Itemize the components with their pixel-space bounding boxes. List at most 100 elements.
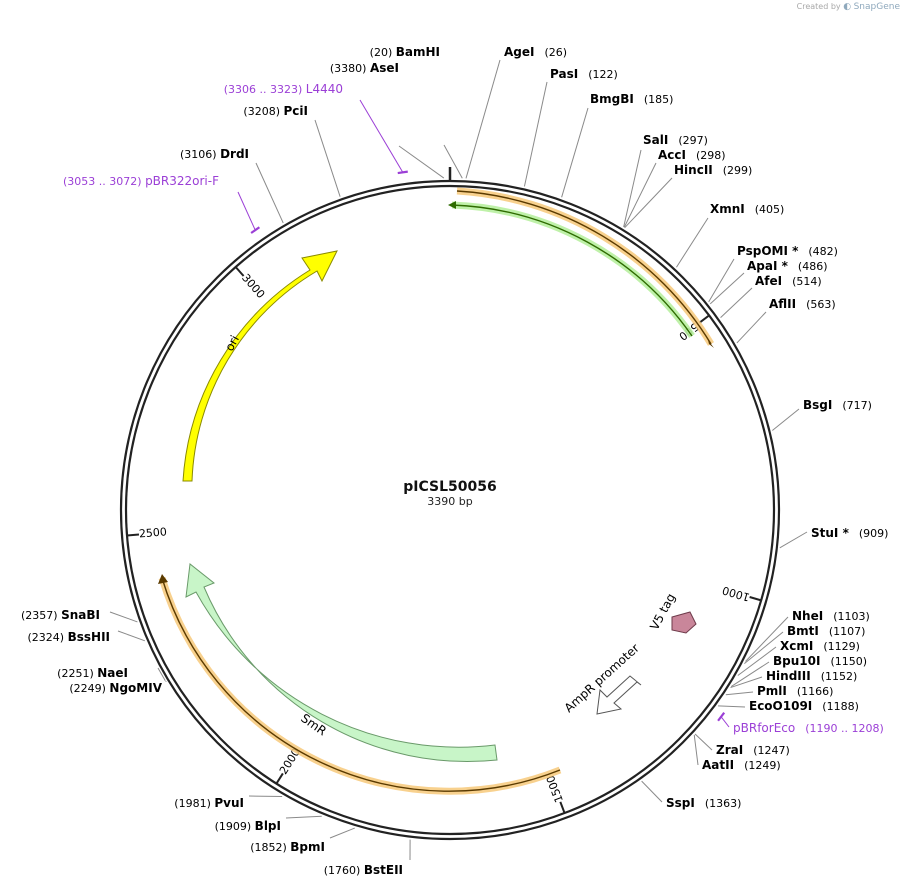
enzyme-name: StuI * xyxy=(811,526,850,540)
primer-site-label[interactable]: pBRforEco (1190 .. 1208) xyxy=(733,721,884,735)
enzyme-leader-line xyxy=(710,273,744,304)
enzyme-name: NgoMIV xyxy=(109,681,162,695)
primer-position: (3053 .. 3072) xyxy=(63,175,145,188)
enzyme-site-label[interactable]: StuI *(909) xyxy=(811,526,888,540)
enzyme-position: (1129) xyxy=(823,640,860,653)
enzyme-position: (486) xyxy=(798,260,828,273)
enzyme-position: (1981) xyxy=(174,797,214,810)
enzyme-name: Bpu10I xyxy=(773,654,820,668)
enzyme-position: (1103) xyxy=(833,610,870,623)
enzyme-position: (1760) xyxy=(324,864,364,877)
enzyme-site-label[interactable]: Bpu10I (1150) xyxy=(773,654,867,668)
enzyme-site-label[interactable]: ApaI * (486) xyxy=(747,259,828,273)
enzyme-position: (1363) xyxy=(705,797,742,810)
enzyme-site-label[interactable]: PspOMI *(482) xyxy=(737,244,838,258)
enzyme-site-label[interactable]: (1760) BstEII xyxy=(324,863,403,877)
brand-name: SnapGene xyxy=(854,2,900,12)
scale-tick xyxy=(276,773,282,783)
enzyme-site-label[interactable]: SalI(297) xyxy=(643,133,708,147)
enzyme-site-label[interactable]: (2357) SnaBI xyxy=(21,608,100,622)
enzyme-name: BssHII xyxy=(68,630,110,644)
enzyme-site-label[interactable]: BmtI(1107) xyxy=(787,624,865,638)
snapgene-logo-icon: ◐ xyxy=(843,2,851,12)
scale-tick-label: 1000 xyxy=(721,583,752,603)
enzyme-name: SalI xyxy=(643,133,668,147)
primer-position: (1190 .. 1208) xyxy=(805,722,884,735)
enzyme-position: (2251) xyxy=(57,667,97,680)
enzyme-leader-line xyxy=(315,120,340,197)
primer-leader-line xyxy=(721,717,729,727)
enzyme-site-label[interactable]: (20) BamHI xyxy=(370,45,440,59)
enzyme-leader-line xyxy=(118,631,145,641)
scale-tick xyxy=(699,315,709,322)
enzyme-position: (482) xyxy=(808,245,838,258)
enzyme-position: (1852) xyxy=(250,841,290,854)
primer-site-label[interactable]: (3053 .. 3072) pBR322ori-F xyxy=(63,174,219,188)
enzyme-site-label[interactable]: ZraI(1247) xyxy=(716,743,790,757)
enzyme-site-label[interactable]: AflII(563) xyxy=(769,297,836,311)
enzyme-site-label[interactable]: AgeI(26) xyxy=(504,45,567,59)
primer-site-label[interactable]: (3306 .. 3323) L4440 xyxy=(224,82,343,96)
primer-binding-site xyxy=(398,172,408,173)
enzyme-site-label[interactable]: HincII(299) xyxy=(674,163,752,177)
plasmid-name: pICSL50056 xyxy=(403,479,496,495)
enzyme-site-label[interactable]: SspI(1363) xyxy=(666,796,741,810)
enzyme-site-label[interactable]: PmlI(1166) xyxy=(757,684,833,698)
enzyme-leader-line xyxy=(731,662,769,687)
enzyme-name: AatII xyxy=(702,758,734,772)
enzyme-site-label[interactable]: HindIII(1152) xyxy=(766,669,857,683)
enzyme-position: (1152) xyxy=(821,670,858,683)
enzyme-site-label[interactable]: (3208) PciI xyxy=(243,104,308,118)
enzyme-site-label[interactable]: NheI(1103) xyxy=(792,609,870,623)
enzyme-site-label[interactable]: XcmI (1129) xyxy=(780,639,860,653)
scale-tick xyxy=(236,267,244,276)
backbone-outer-ring xyxy=(121,181,779,839)
enzyme-site-label[interactable]: XmnI(405) xyxy=(710,202,784,216)
primer-name: L4440 xyxy=(306,82,343,96)
enzyme-site-label[interactable]: EcoO109I(1188) xyxy=(749,699,859,713)
enzyme-name: AseI xyxy=(370,61,399,75)
enzyme-position: (298) xyxy=(696,149,726,162)
enzyme-leader-line xyxy=(726,692,753,695)
enzyme-name: XcmI xyxy=(780,639,813,653)
enzyme-position: (717) xyxy=(842,399,872,412)
enzyme-position: (3208) xyxy=(243,105,283,118)
enzyme-site-label[interactable]: AccI(298) xyxy=(658,148,726,162)
enzyme-site-label[interactable]: (3106) DrdI xyxy=(180,147,249,161)
enzyme-site-label[interactable]: (2251) NaeI xyxy=(57,666,128,680)
enzyme-site-label[interactable]: AfeI(514) xyxy=(755,274,822,288)
enzyme-leader-line xyxy=(624,150,641,227)
enzyme-name: BpmI xyxy=(290,840,325,854)
enzyme-site-label[interactable]: PasI(122) xyxy=(550,67,618,81)
enzyme-leader-line xyxy=(624,163,656,227)
enzyme-name: ApaI * xyxy=(747,259,789,273)
v5-tag-feature[interactable] xyxy=(672,612,696,633)
enzyme-leader-line xyxy=(524,82,547,186)
primer-leader-line xyxy=(238,192,255,230)
enzyme-site-label[interactable]: (2324) BssHII xyxy=(28,630,110,644)
enzyme-site-label[interactable]: (1909) BlpI xyxy=(215,819,281,833)
enzyme-position: (1107) xyxy=(829,625,866,638)
enzyme-site-label[interactable]: (1852) BpmI xyxy=(250,840,325,854)
enzyme-site-label[interactable]: AatII(1249) xyxy=(702,758,781,772)
enzyme-position: (299) xyxy=(723,164,753,177)
enzyme-leader-line xyxy=(676,218,708,267)
enzyme-site-label[interactable]: (1981) PvuI xyxy=(174,796,244,810)
enzyme-position: (1150) xyxy=(830,655,867,668)
enzyme-leader-line xyxy=(256,163,283,223)
enzyme-position: (1188) xyxy=(822,700,859,713)
enzyme-position: (514) xyxy=(792,275,822,288)
enzyme-site-label[interactable]: (2249) NgoMIV xyxy=(69,681,162,695)
enzyme-leader-line xyxy=(780,532,807,548)
primer-name: pBRforEco xyxy=(733,721,795,735)
enzyme-site-label[interactable]: BmgBI(185) xyxy=(590,92,673,106)
enzyme-position: (2249) xyxy=(69,682,109,695)
enzyme-leader-line xyxy=(562,108,588,197)
enzyme-position: (20) xyxy=(370,46,396,59)
enzyme-name: AgeI xyxy=(504,45,534,59)
enzyme-site-label[interactable]: (3380) AseI xyxy=(330,61,399,75)
smr-feature-arrow[interactable] xyxy=(186,564,497,762)
enzyme-site-label[interactable]: BsgI(717) xyxy=(803,398,872,412)
enzyme-leader-line xyxy=(110,612,137,622)
enzyme-name: PciI xyxy=(284,104,309,118)
